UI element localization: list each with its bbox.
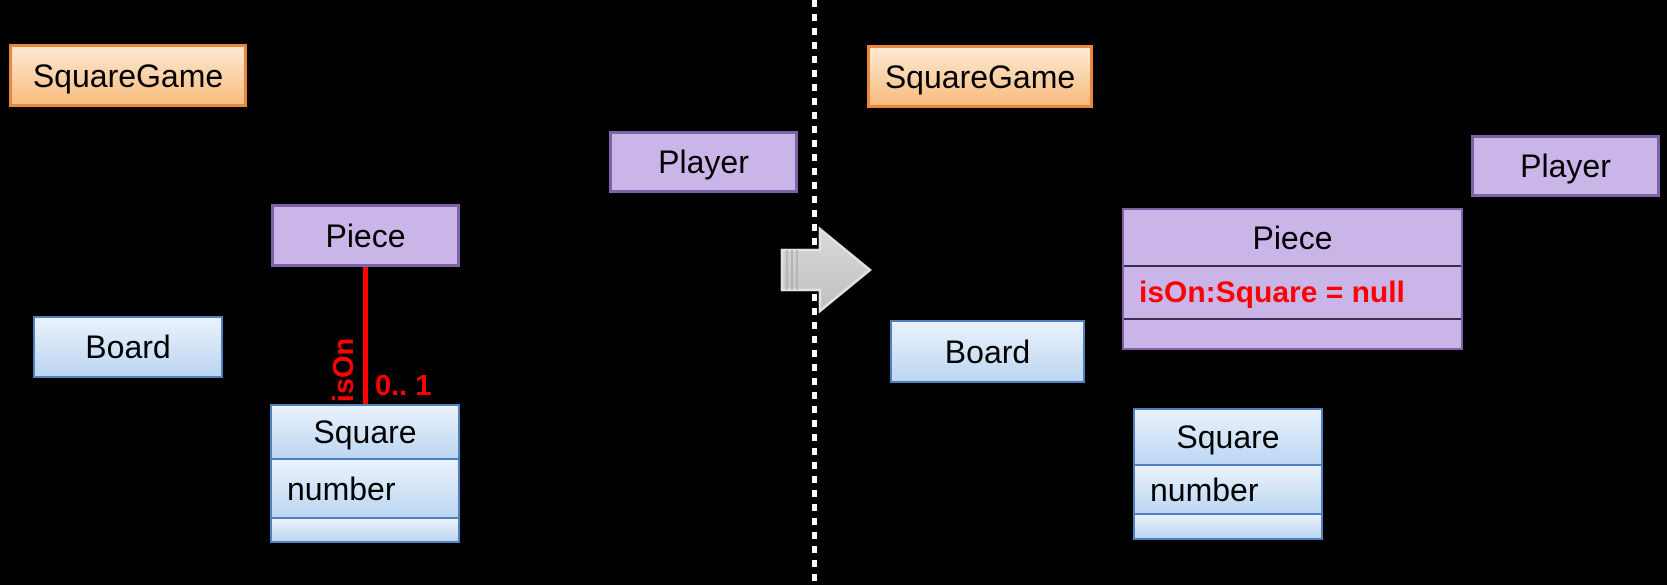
class-label: Square — [313, 414, 417, 450]
class-name-compartment: Piece — [1124, 210, 1461, 265]
attribute-compartment: number — [1135, 464, 1321, 513]
class-player-after: Player — [1471, 135, 1660, 197]
class-name-compartment: Square — [272, 406, 458, 458]
class-label: Board — [944, 333, 1031, 370]
attribute-label: number — [287, 470, 396, 507]
class-square-after: Square number — [1133, 408, 1323, 540]
class-label: Player — [658, 144, 749, 180]
class-square-before: Square number — [270, 404, 460, 543]
derived-attribute-label: isOn:Square = null — [1139, 275, 1405, 309]
class-piece-after: Piece isOn:Square = null — [1122, 208, 1463, 350]
association-multiplicity-label: 0.. 1 — [375, 370, 432, 402]
divider-dotted-line — [812, 0, 817, 585]
operations-compartment-empty — [272, 517, 458, 541]
operations-compartment-empty — [1135, 513, 1321, 538]
class-player-before: Player — [609, 131, 798, 193]
class-label: SquareGame — [32, 57, 224, 94]
class-label: Board — [85, 329, 171, 365]
class-piece-before: Piece — [271, 204, 460, 267]
class-label: Piece — [325, 217, 406, 254]
class-label: Player — [1520, 148, 1611, 184]
association-line-ison — [363, 267, 368, 405]
operations-compartment-empty — [1124, 318, 1461, 348]
attribute-compartment: number — [272, 458, 458, 517]
class-label: Square — [1176, 419, 1280, 455]
attribute-compartment: isOn:Square = null — [1124, 265, 1461, 318]
class-board-after: Board — [890, 320, 1085, 383]
class-board-before: Board — [33, 316, 223, 378]
class-label: SquareGame — [884, 58, 1076, 95]
attribute-label: number — [1150, 471, 1259, 508]
class-squaregame-after: SquareGame — [867, 45, 1093, 108]
class-squaregame-before: SquareGame — [9, 44, 247, 107]
class-label: Piece — [1252, 219, 1333, 256]
association-name-label: isOn — [327, 337, 360, 403]
class-name-compartment: Square — [1135, 410, 1321, 464]
transform-right-arrow-icon — [780, 226, 872, 314]
